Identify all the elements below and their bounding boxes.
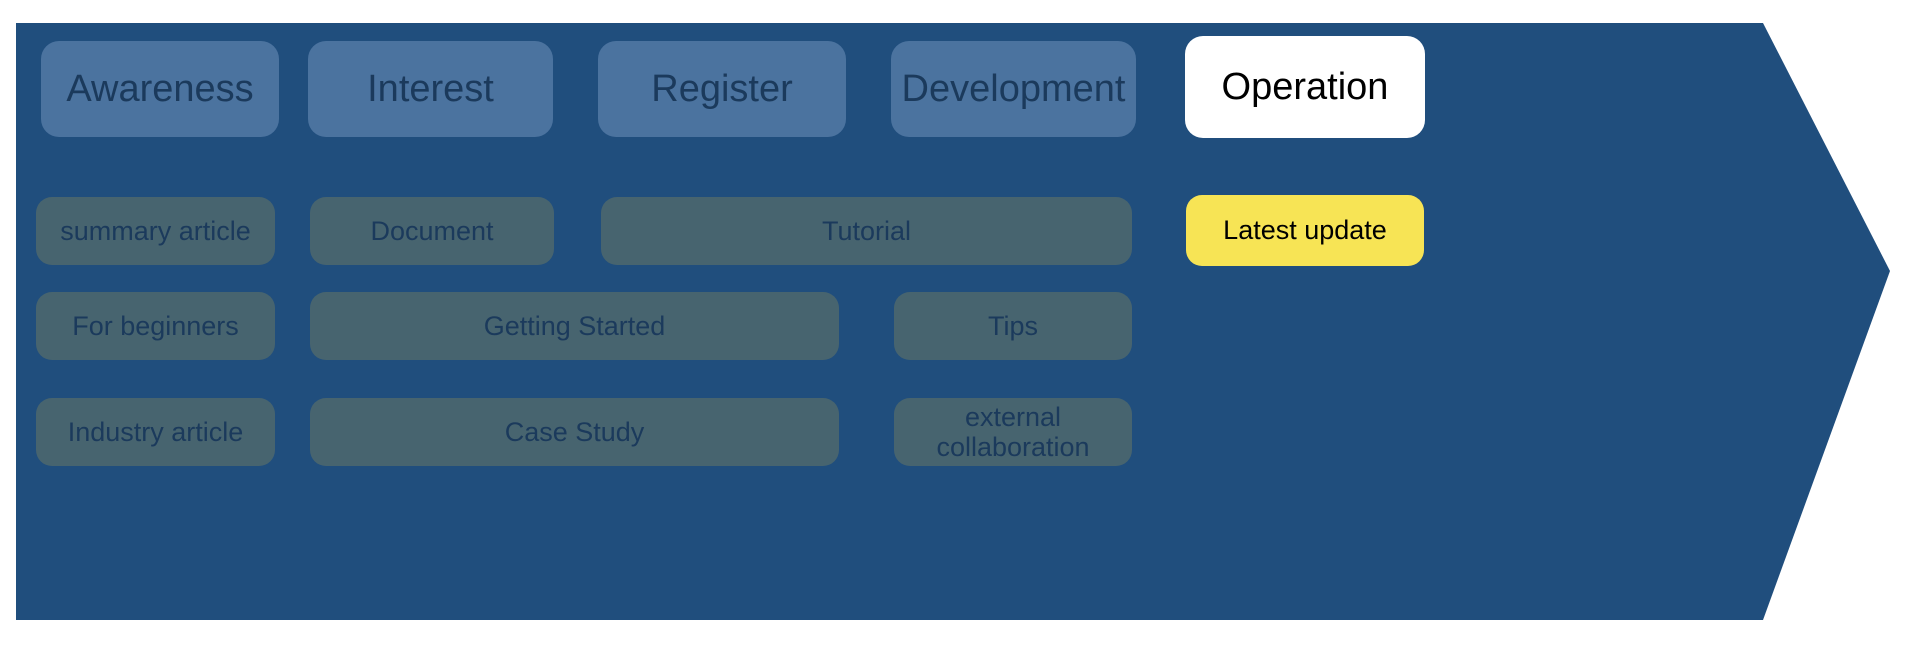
content-card-label: Document: [370, 215, 494, 246]
stage-card-label: Awareness: [66, 67, 254, 110]
content-card-for-beginners[interactable]: For beginners: [36, 292, 275, 360]
content-card-getting-started[interactable]: Getting Started: [310, 292, 839, 360]
content-card-label: Latest update: [1223, 215, 1387, 246]
content-card-summary-article[interactable]: summary article: [36, 197, 275, 265]
stage-card-operation[interactable]: Operation: [1185, 36, 1425, 138]
stage-card-awareness[interactable]: Awareness: [41, 41, 279, 137]
content-card-latest-update[interactable]: Latest update: [1186, 195, 1424, 266]
content-card-label: Case Study: [504, 416, 645, 447]
content-card-external-collaboration[interactable]: external collaboration: [894, 398, 1132, 466]
content-card-tutorial[interactable]: Tutorial: [601, 197, 1132, 265]
content-card-label: Industry article: [67, 416, 244, 447]
content-card-label: Tutorial: [821, 215, 912, 246]
content-card-label: summary article: [60, 215, 251, 246]
stage-card-label: Register: [651, 67, 793, 110]
content-card-label: external collaboration: [936, 401, 1090, 462]
content-card-document[interactable]: Document: [310, 197, 554, 265]
stage-card-label: Operation: [1221, 65, 1389, 108]
content-card-industry-article[interactable]: Industry article: [36, 398, 275, 466]
stage-card-label: Development: [901, 67, 1126, 110]
content-card-label: Getting Started: [483, 310, 666, 341]
stage-card-label: Interest: [367, 67, 494, 110]
content-card-label: Tips: [987, 310, 1038, 341]
stage-card-register[interactable]: Register: [598, 41, 846, 137]
stage-card-development[interactable]: Development: [891, 41, 1136, 137]
content-card-case-study[interactable]: Case Study: [310, 398, 839, 466]
content-card-label: For beginners: [72, 310, 239, 341]
stage-card-interest[interactable]: Interest: [308, 41, 553, 137]
content-card-tips[interactable]: Tips: [894, 292, 1132, 360]
